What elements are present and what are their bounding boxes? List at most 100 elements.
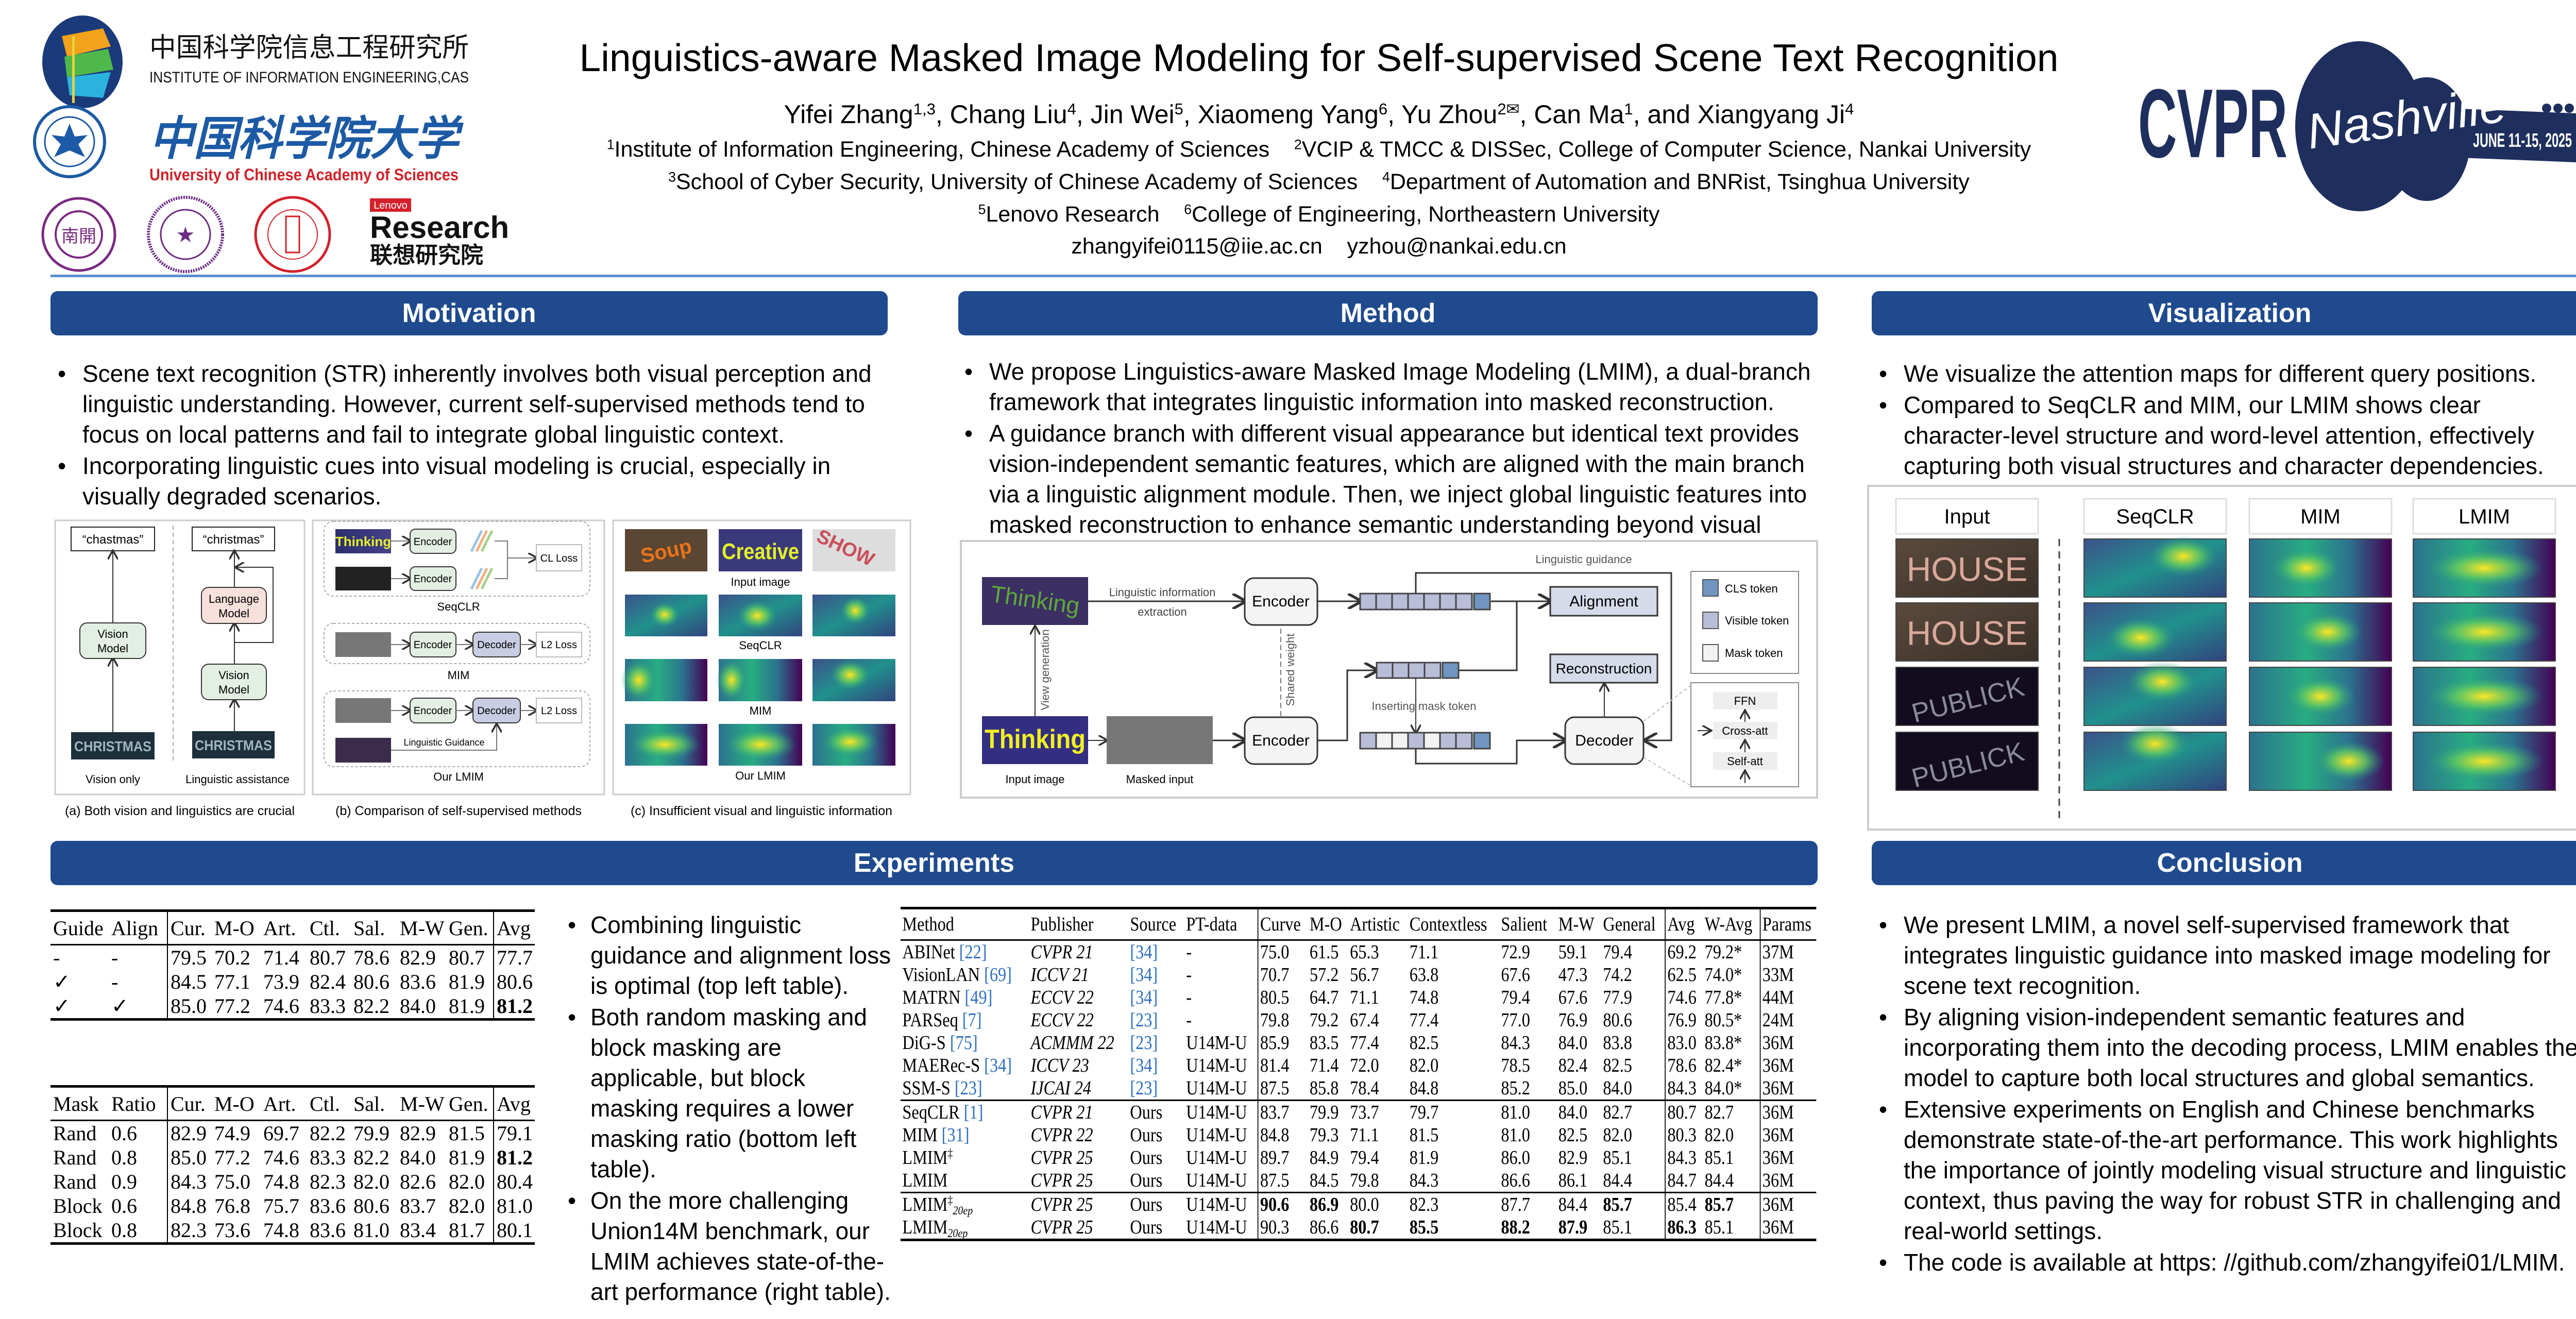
attention-hotspot <box>2425 611 2544 653</box>
author-affiliation-mark: 6 <box>1378 99 1388 118</box>
score-cell: 79.8 <box>1350 1170 1379 1191</box>
pt-data-cell: U14M-U <box>1186 1216 1247 1238</box>
svg-text:FFN: FFN <box>1734 695 1756 707</box>
method-cell: LMIM <box>901 1169 1029 1193</box>
column-header: M-W <box>400 1092 445 1115</box>
table-cell: 82.9 <box>400 946 436 969</box>
source-cell: Ours <box>1130 1194 1163 1215</box>
svg-text:Shared weight: Shared weight <box>1284 634 1297 706</box>
score-cell: 80.3 <box>1665 1124 1703 1146</box>
column-header-box <box>2412 498 2556 535</box>
table-cell: 82.0 <box>449 1170 485 1193</box>
table-cell: ✓ <box>53 994 71 1018</box>
input-word: HOUSE <box>1907 614 2028 652</box>
column-header: Avg <box>493 910 535 945</box>
score-cell: 85.0 <box>1558 1077 1588 1099</box>
institution-logos: 中国科学院信息工程研究所 INSTITUTE OF INFORMATION EN… <box>33 15 509 273</box>
source-cell: [23] <box>1130 1077 1158 1099</box>
column-header: Contextless <box>1409 914 1487 935</box>
score-cell: 83.0 <box>1665 1031 1703 1054</box>
svg-text:Decoder: Decoder <box>477 639 516 651</box>
table-cell: 82.0 <box>353 1170 389 1193</box>
visualization-bullets: We visualize the attention maps for diff… <box>1877 359 2576 482</box>
column-header: Cur. <box>167 1086 212 1121</box>
column-header: Cur. <box>167 910 212 945</box>
visible-token <box>1455 732 1473 750</box>
author-affiliation-mark: 1 <box>1624 99 1633 118</box>
author: Xiaomeng Yang6 <box>1198 100 1387 129</box>
column-header: Gen. <box>449 916 488 940</box>
svg-text:Linguistic information: Linguistic information <box>1109 586 1216 599</box>
author: Jin Wei5 <box>1091 100 1183 129</box>
score-cell: 82.5 <box>1603 1055 1632 1076</box>
attention-hotspot <box>2292 611 2363 653</box>
score-cell: 84.3 <box>1665 1146 1703 1169</box>
affiliation-number: 2 <box>1294 137 1302 153</box>
panel-c: Soup Creative SHOW Input image SeqCLR MI… <box>621 526 895 818</box>
svg-text:L2 Loss: L2 Loss <box>541 639 577 651</box>
visible-token <box>1391 593 1409 611</box>
source-cell: Ours <box>1130 1147 1163 1169</box>
table-cell: 82.9 <box>400 1122 436 1145</box>
visible-token <box>1359 732 1377 750</box>
method-cell: DiG-S [75] <box>901 1031 1029 1054</box>
params-cell: 36M <box>1759 1216 1817 1240</box>
method-figure: Thinking Linguistic information extracti… <box>960 540 1818 799</box>
score-cell: 82.9 <box>1558 1147 1588 1169</box>
score-cell: 75.0 <box>1257 940 1308 963</box>
column-header: M-O <box>1309 914 1342 935</box>
svg-text:CL Loss: CL Loss <box>540 553 578 564</box>
iie-logo: 中国科学院信息工程研究所 INSTITUTE OF INFORMATION EN… <box>42 15 469 108</box>
svg-text:南開: 南開 <box>61 227 96 246</box>
score-cell: 81.0 <box>1501 1102 1530 1123</box>
table-cell: 69.7 <box>263 1122 299 1145</box>
attention-map <box>2249 602 2392 662</box>
svg-text:Linguistic assistance: Linguistic assistance <box>185 773 290 786</box>
score-cell: 84.4 <box>1603 1170 1632 1191</box>
table-cell: 75.7 <box>263 1194 299 1217</box>
attention-hotspot <box>2126 661 2198 702</box>
score-cell: 63.8 <box>1409 964 1439 986</box>
score-cell: 85.9 <box>1257 1031 1308 1054</box>
motivation-figure: “chastmas” “christmas” Vision Model Lang… <box>54 519 911 818</box>
pt-data-cell: U14M-U <box>1186 1077 1247 1099</box>
svg-text:Vision only: Vision only <box>86 773 140 786</box>
publisher-cell: ICCV 21 <box>1030 964 1089 986</box>
svg-text:extraction: extraction <box>1138 605 1187 618</box>
score-cell: 70.7 <box>1257 963 1308 986</box>
ucas-english-name: University of Chinese Academy of Science… <box>149 165 459 184</box>
attention-hotspot <box>2148 536 2219 577</box>
column-header: W-Avg <box>1704 914 1753 935</box>
column-header: Input <box>1944 505 1990 528</box>
score-cell: 85.4 <box>1665 1192 1703 1216</box>
prediction-vision-only: “chastmas” <box>82 533 144 547</box>
source-cell: Ours <box>1130 1170 1163 1191</box>
score-cell: 82.0 <box>1704 1124 1734 1146</box>
svg-text:MIM: MIM <box>448 669 470 682</box>
score-cell: 78.5 <box>1501 1055 1530 1076</box>
affiliation-name: School of Cyber Security, University of … <box>676 170 1358 194</box>
method-cell: LMIM‡20ep <box>901 1193 1029 1217</box>
pt-data-cell: U14M-U <box>1186 1055 1247 1076</box>
lenovo-research-logo: Lenovo Research 联想研究院 <box>370 198 509 268</box>
table-cell: 76.8 <box>214 1194 250 1217</box>
pt-data-cell: U14M-U <box>1186 1032 1247 1054</box>
table-cell: 82.2 <box>310 1122 346 1145</box>
poster-title: Linguistics-aware Masked Image Modeling … <box>579 36 2059 79</box>
params-cell: 36M <box>1759 1031 1817 1054</box>
method-mark: ‡ <box>947 1147 953 1161</box>
svg-text:SeqCLR: SeqCLR <box>437 600 480 613</box>
table-cell: 0.6 <box>111 1122 137 1145</box>
table-cell: 74.8 <box>263 1219 299 1242</box>
table-cell: 83.6 <box>400 970 436 993</box>
attention-hotspot <box>2120 723 2191 765</box>
method-cell: LMIM‡ <box>901 1146 1029 1169</box>
score-cell: 62.5 <box>1665 963 1703 986</box>
